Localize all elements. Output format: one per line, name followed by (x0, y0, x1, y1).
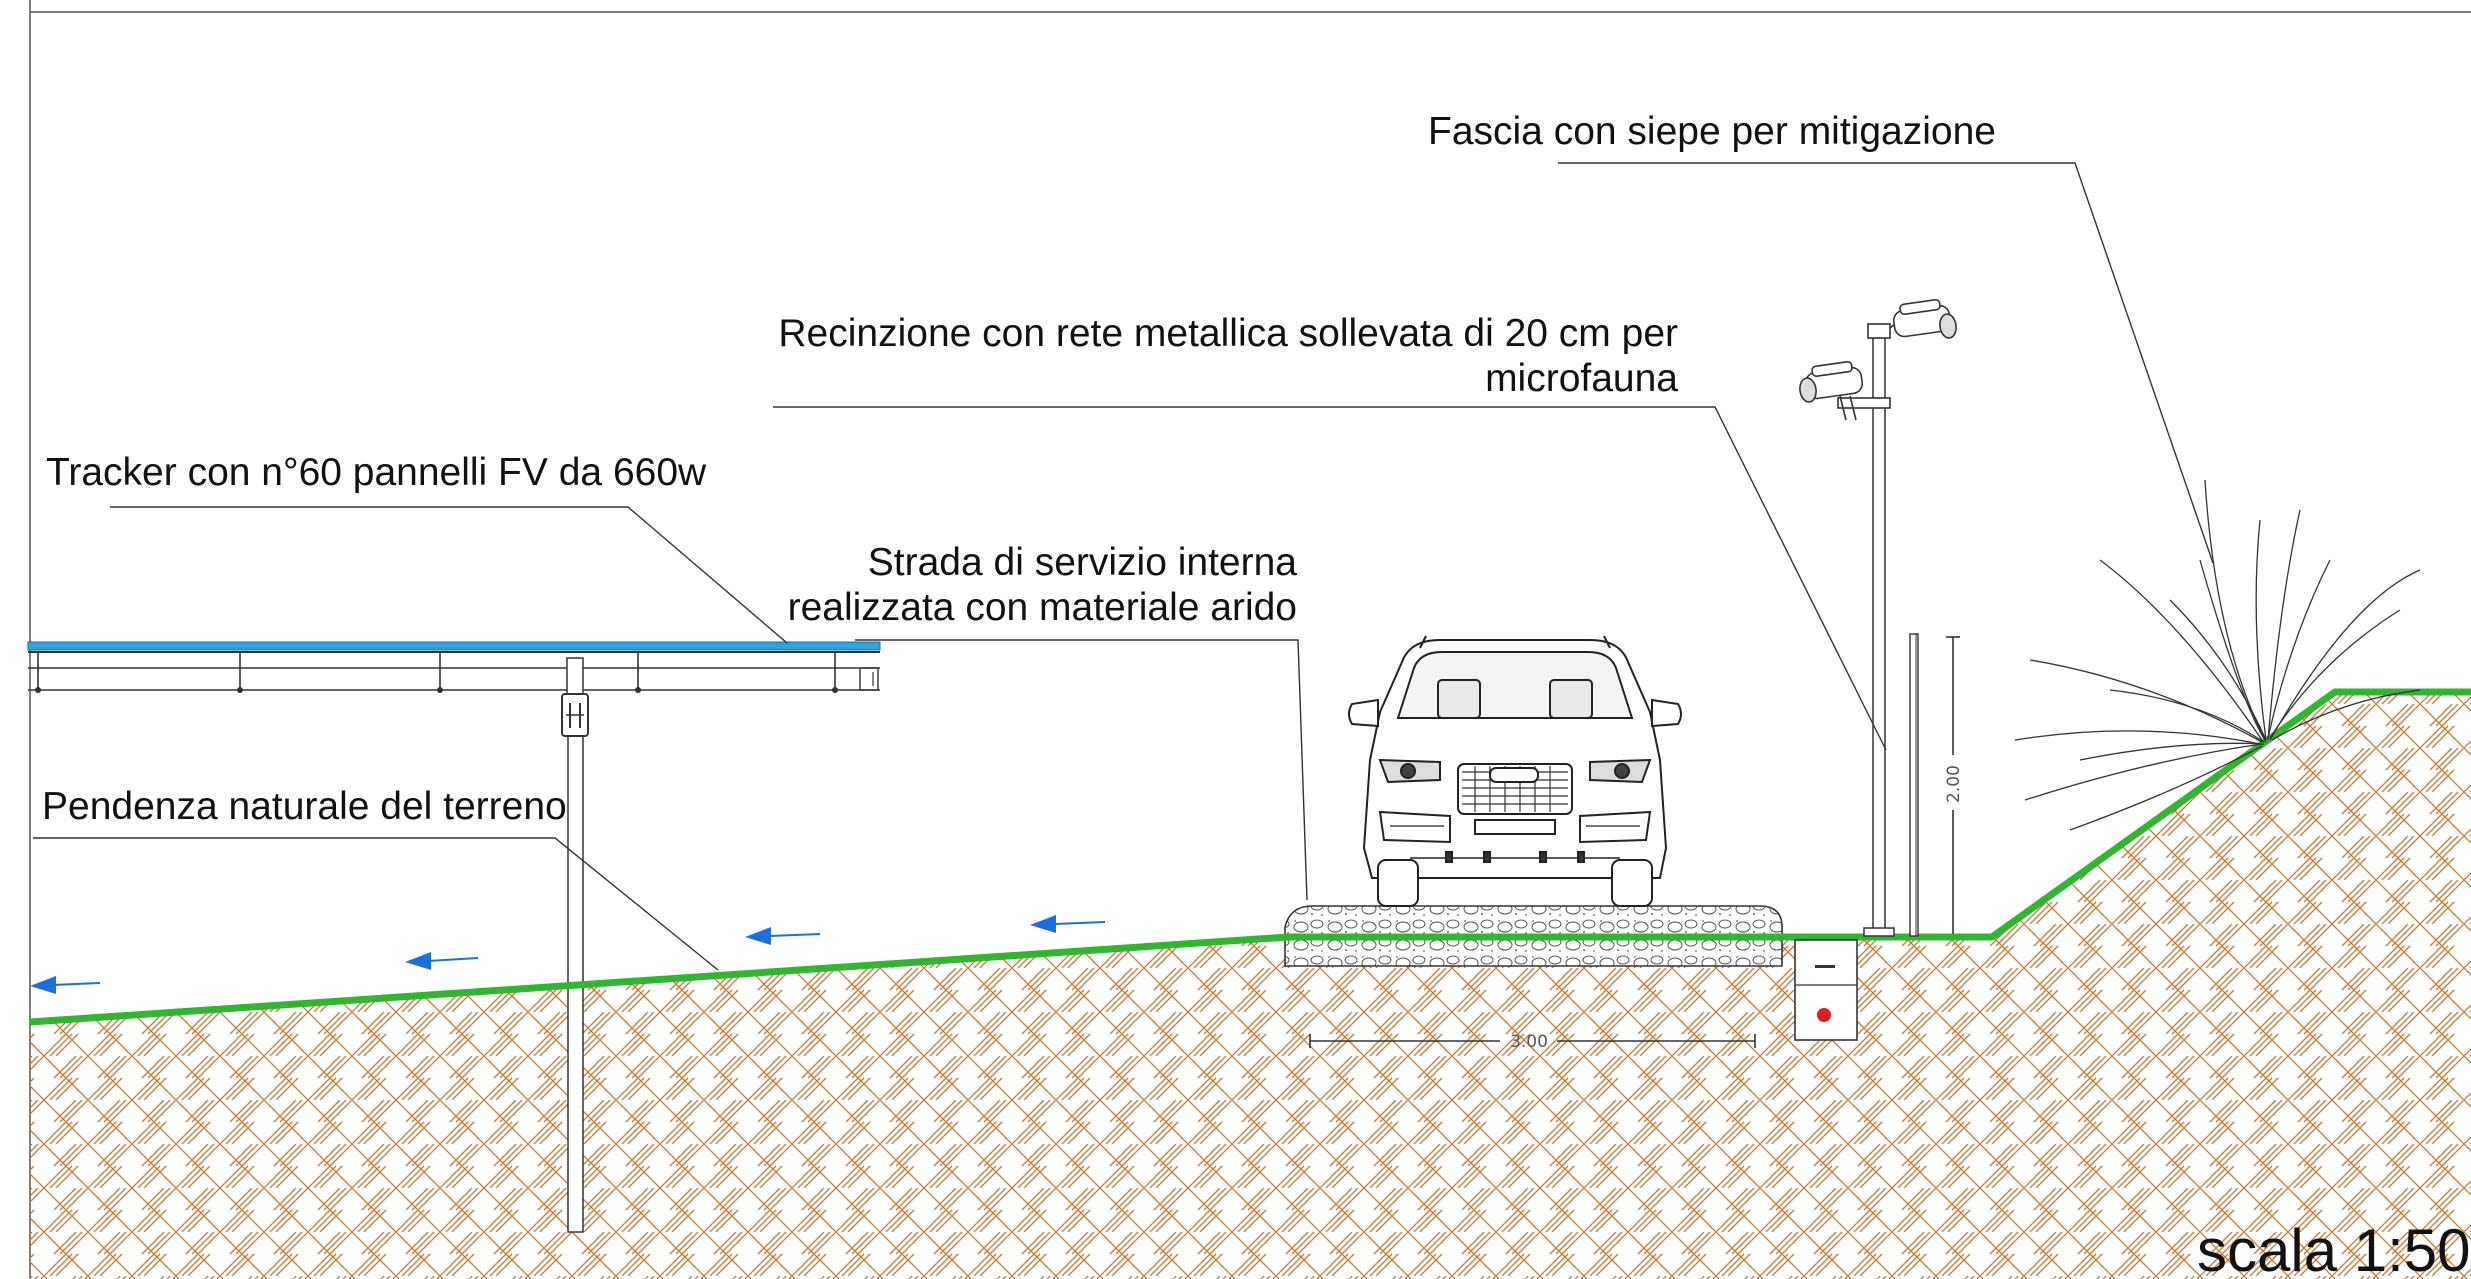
scale-label: scala 1:50 (2197, 1217, 2471, 1279)
label-tracker: Tracker con n°60 pannelli FV da 660w (46, 451, 707, 494)
fence (1863, 333, 1919, 937)
tracker-pile (567, 721, 584, 1233)
label-pendenza: Pendenza naturale del terreno (42, 785, 567, 828)
road-width-dimension: 3.00 (1510, 1032, 1548, 1052)
shrub-icon (2014, 479, 2421, 831)
dimension-fence-height: 2.00 (1944, 636, 1964, 934)
tracker (27, 641, 881, 737)
label-recinzione-line1: Recinzione con rete metallica sollevata … (778, 312, 1678, 355)
tracker-motor-icon (561, 657, 589, 737)
label-fascia-siepe: Fascia con siepe per mitigazione (1428, 110, 1996, 153)
label-strada-line1: Strada di servizio interna (868, 541, 1298, 584)
flow-arrow-icon (30, 976, 101, 994)
label-recinzione-line2: microfauna (1485, 357, 1678, 400)
fence-height-dimension: 2.00 (1944, 765, 1964, 803)
cctv-camera-icon (1799, 298, 1957, 421)
flow-arrow-icon (745, 927, 821, 945)
label-strada-line2: realizzata con materiale arido (788, 586, 1297, 629)
ground-line (29, 688, 2471, 1026)
car-icon (1348, 635, 1682, 907)
utility-box (1794, 939, 1858, 1041)
dimension-road-width: 3.00 (1309, 1032, 1756, 1052)
red-marker-icon (1817, 1008, 1831, 1022)
flow-arrow-icon (405, 952, 479, 970)
soil-section (30, 692, 2471, 1279)
leader-lines (33, 162, 2214, 971)
flow-arrow-icon (1030, 915, 1106, 933)
